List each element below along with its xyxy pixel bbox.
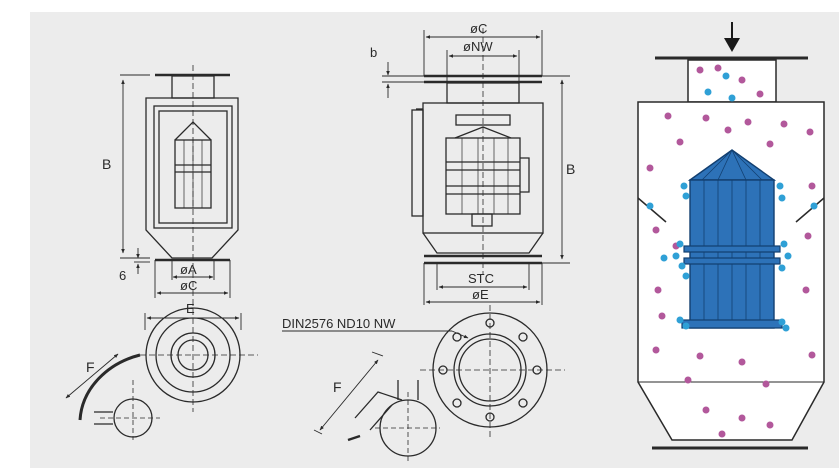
particles-magenta [646,64,816,438]
left-dia-c-label: øC [180,278,197,293]
left-gap-label: 6 [119,268,126,283]
middle-top-view [347,305,565,462]
flange-spec-label: DIN2576 ND10 NW [282,316,396,331]
left-swing-f-label: F [86,359,95,375]
particles-cyan [646,72,818,332]
mid-swing-f-label: F [333,379,342,395]
middle-front-view [411,28,544,275]
middle-dimension-lines [382,30,570,305]
mid-stc-label: STC [468,271,494,286]
middle-swing-dimension [313,351,384,435]
mid-dia-nw-label: øNW [463,39,493,54]
mid-dia-e-label: øE [472,287,489,302]
mid-b-label: b [370,45,377,60]
mid-dia-c-label: øC [470,21,487,36]
arrow-down-icon [724,22,740,52]
filter-cartridge [681,149,783,329]
mid-height-label: B [566,161,575,177]
left-height-label: B [102,156,111,172]
left-front-view [145,65,239,300]
left-dia-a-label: øA [180,262,197,277]
left-swing-dimension [65,353,119,399]
